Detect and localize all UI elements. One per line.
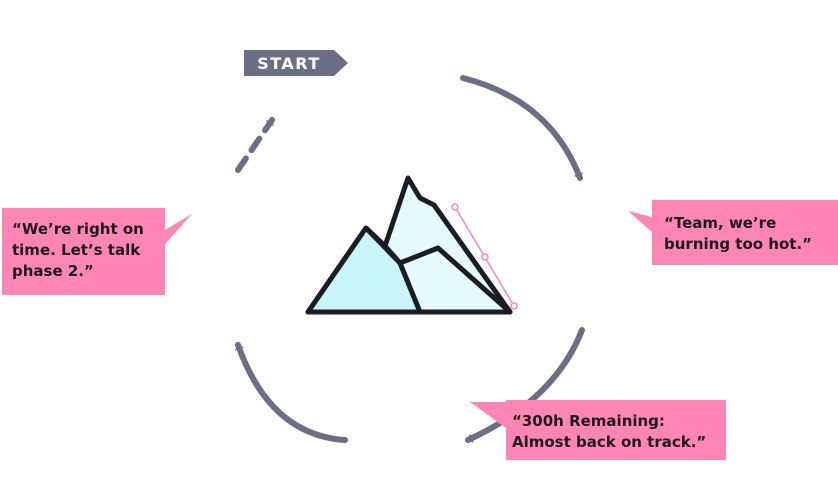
- bubble-line: time. Let’s talk: [12, 241, 141, 259]
- mountain-icon: [305, 175, 513, 315]
- bubble-line: burning too hot.”: [664, 235, 812, 253]
- dashed-arrow-icon: [235, 117, 275, 173]
- start-label: START: [257, 53, 321, 73]
- bubble-line: “300h Remaining:: [512, 412, 665, 430]
- cycle-arrow-icon: [235, 342, 348, 443]
- bubble-line: “We’re right on: [12, 220, 144, 238]
- bubble-text-phase2: “We’re right on time. Let’s talk phase 2…: [12, 219, 160, 282]
- bubble-line: Almost back on track.”: [512, 433, 707, 451]
- speech-bubble-burning: [628, 200, 838, 265]
- speech-bubble-phase2: [2, 208, 192, 295]
- cycle-arrow-icon: [460, 75, 583, 181]
- bubble-text-burning: “Team, we’re burning too hot.”: [664, 213, 832, 255]
- cycle-arrow-icon: [465, 327, 585, 443]
- bubble-line: phase 2.”: [12, 262, 94, 280]
- start-tag-icon: [244, 50, 348, 76]
- bubble-line: “Team, we’re: [664, 214, 777, 232]
- speech-bubble-remaining: [470, 400, 726, 460]
- guide-line-icon: [451, 203, 518, 310]
- bubble-text-remaining: “300h Remaining: Almost back on track.”: [512, 411, 722, 453]
